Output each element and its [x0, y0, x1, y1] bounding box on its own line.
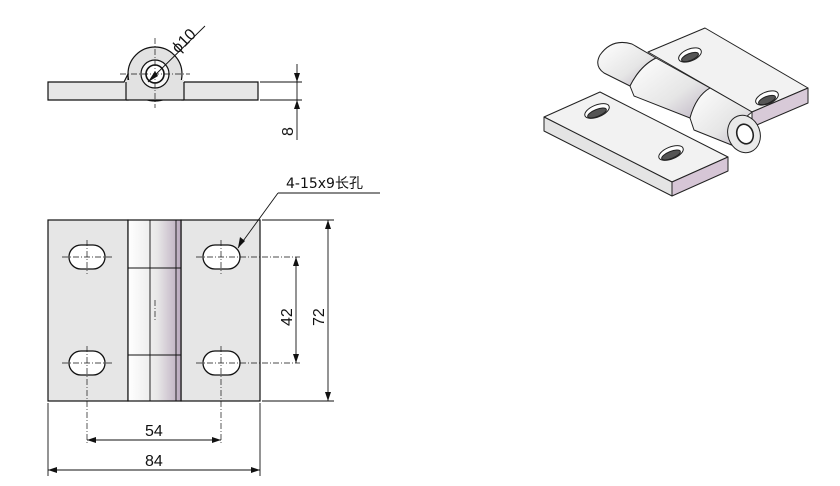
side-view: ϕ10 8: [47, 25, 302, 140]
slot-note-label: 4-15x9长孔: [286, 176, 363, 192]
dim-84-label: 84: [145, 453, 163, 470]
iso-pin-hole: [735, 123, 755, 145]
slot-bottom-right: [196, 346, 300, 445]
side-plate-left: [47, 73, 129, 101]
side-plate-right: [181, 81, 259, 101]
slot-top-right: [196, 240, 300, 274]
front-view: 4-15x9长孔 42 72 54 84: [47, 176, 380, 476]
dim-54-label: 54: [145, 423, 163, 440]
thickness-label: 8: [280, 127, 297, 136]
slot-bottom-left: [62, 346, 112, 445]
diameter-leader: [147, 25, 206, 83]
dim-72-label: 72: [311, 308, 328, 326]
slot-top-left: [62, 240, 112, 274]
slot-note-leader: [237, 192, 279, 249]
front-knuckle: [127, 219, 182, 402]
isometric-view: [543, 27, 809, 197]
diameter-label: ϕ10: [169, 26, 200, 57]
dim-42-label: 42: [279, 308, 296, 326]
